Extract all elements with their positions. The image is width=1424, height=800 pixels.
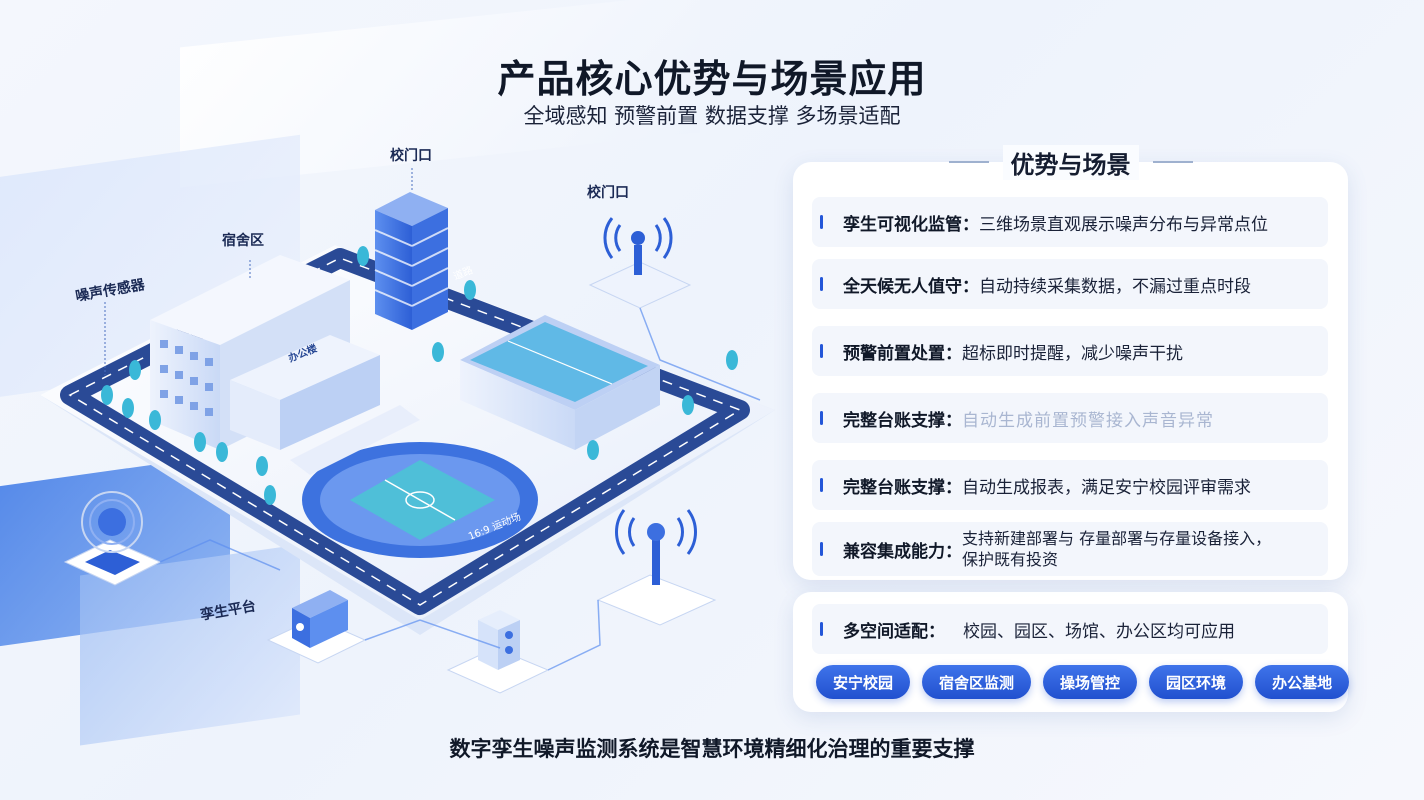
road-sign: 道路 xyxy=(451,263,474,283)
tag-safe-campus[interactable]: 安宁校园 xyxy=(816,665,911,699)
label-school-gate-1: 校门口 xyxy=(390,148,432,164)
campus-illustration: 16:9 运动场 办公楼 xyxy=(0,130,790,730)
row-key: 孪生可视化监管： xyxy=(843,214,979,235)
row-value: 超标即时提醒，减少噪声干扰 xyxy=(962,343,1183,364)
row-value: 支持新建部署与 存量部署与存量设备接入，保护既有投资 xyxy=(962,529,1272,569)
row-key: 兼容集成能力： xyxy=(843,541,962,562)
row-marker xyxy=(820,277,823,291)
antenna-device xyxy=(596,509,717,626)
tag-office-base[interactable]: 办公基地 xyxy=(1255,665,1350,699)
tag-park-environment[interactable]: 园区环境 xyxy=(1149,665,1244,699)
row-value: 自动生成前置预警接入声音异常 xyxy=(962,410,1214,431)
scenario-row: 多空间适配： 校园、园区、场馆、办公区均可应用 xyxy=(812,604,1328,654)
page-subtitle: 全域感知 预警前置 数据支撑 多场景适配 xyxy=(523,104,901,128)
row-value: 三维场景直观展示噪声分布与异常点位 xyxy=(979,214,1268,235)
sensor-gate xyxy=(588,217,692,309)
row-marker xyxy=(820,542,823,556)
advantage-row: 完整台账支撑： 自动生成报表，满足安宁校园评审需求 xyxy=(812,460,1328,510)
footer-statement: 数字孪生噪声监测系统是智慧环境精细化治理的重要支撑 xyxy=(449,737,975,761)
advantage-row: 全天候无人值守： 自动持续采集数据，不漏过重点时段 xyxy=(812,259,1328,309)
panel-heading-text: 优势与场景 xyxy=(1002,144,1139,180)
label-school-gate-2: 校门口 xyxy=(587,185,629,201)
noise-sensor-device xyxy=(63,491,162,586)
advantage-row: 兼容集成能力： 支持新建部署与 存量部署与存量设备接入，保护既有投资 xyxy=(812,522,1328,576)
advantage-row: 完整台账支撑： 自动生成前置预警接入声音异常 xyxy=(812,393,1328,443)
heading-rule-right xyxy=(1152,161,1193,163)
main-building: 办公楼 xyxy=(150,255,380,450)
row-marker xyxy=(820,215,823,229)
advantage-row: 孪生可视化监管： 三维场景直观展示噪声分布与异常点位 xyxy=(812,197,1328,247)
row-key: 全天候无人值守： xyxy=(843,276,979,297)
row-key: 多空间适配： xyxy=(843,621,945,642)
box-sensor-device xyxy=(446,610,550,694)
panel-heading: 优势与场景 xyxy=(793,144,1348,180)
row-value: 自动生成报表，满足安宁校园评审需求 xyxy=(962,477,1251,498)
page-title: 产品核心优势与场景应用 xyxy=(497,57,927,101)
row-value: 校园、园区、场馆、办公区均可应用 xyxy=(963,621,1235,642)
twin-platform-device xyxy=(266,590,367,664)
heading-rule-left xyxy=(948,161,989,163)
row-marker xyxy=(820,411,823,425)
row-marker xyxy=(820,344,823,358)
label-dormitory: 宿舍区 xyxy=(222,233,264,249)
row-key: 完整台账支撑： xyxy=(843,477,962,498)
row-key: 完整台账支撑： xyxy=(843,410,962,431)
advantage-row: 预警前置处置： 超标即时提醒，减少噪声干扰 xyxy=(812,326,1328,376)
row-marker xyxy=(820,622,823,636)
tower-building: 道路 xyxy=(374,192,475,330)
row-value: 自动持续采集数据，不漏过重点时段 xyxy=(979,276,1251,297)
tag-playground-control[interactable]: 操场管控 xyxy=(1043,665,1138,699)
trees xyxy=(101,246,738,505)
label-leaders xyxy=(104,168,413,375)
field-building xyxy=(460,315,660,450)
row-marker xyxy=(820,478,823,492)
tag-dormitory-monitoring[interactable]: 宿舍区监测 xyxy=(922,665,1032,699)
scenario-tags: 安宁校园 宿舍区监测 操场管控 园区环境 办公基地 xyxy=(816,665,1350,699)
stadium: 16:9 运动场 xyxy=(290,405,538,558)
campus-map-svg: 16:9 运动场 办公楼 xyxy=(40,168,775,694)
connection-lines xyxy=(159,307,761,671)
row-key: 预警前置处置： xyxy=(843,343,962,364)
